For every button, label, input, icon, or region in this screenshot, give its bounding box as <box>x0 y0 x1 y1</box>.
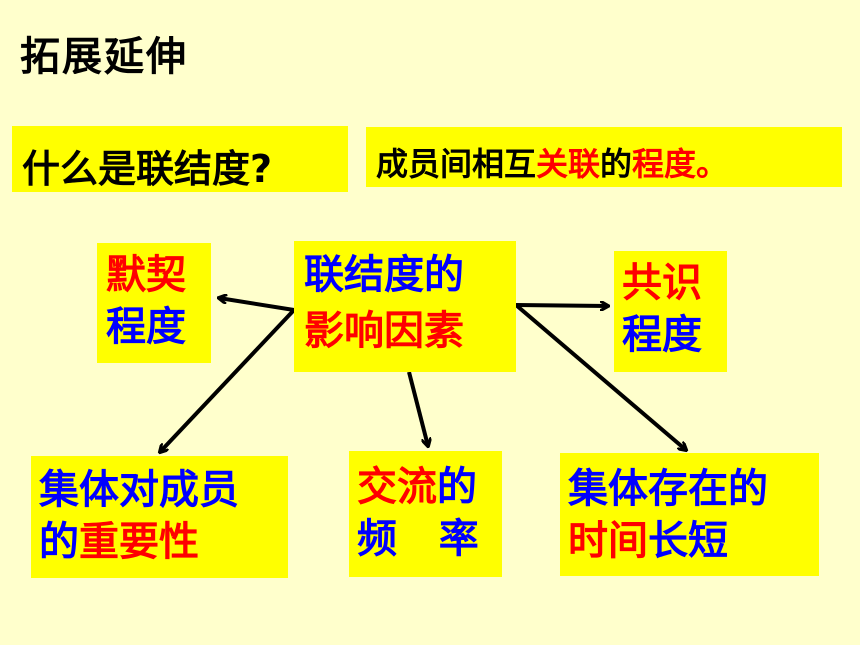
node-duration: 集体存在的 时间长短 <box>560 453 819 576</box>
page-title: 拓展延伸 <box>20 34 188 80</box>
center-node: 联结度的 影响因素 <box>294 241 516 372</box>
node-duration-line2b: 长短 <box>648 518 728 564</box>
node-importance-line2a: 的 <box>39 519 79 565</box>
node-frequency-line1b: 的 <box>437 464 477 510</box>
arrow-to-importance <box>160 308 296 452</box>
node-duration-line1: 集体存在的 <box>568 466 768 512</box>
answer-part4: 程度。 <box>632 145 729 183</box>
center-line2: 影响因素 <box>304 308 464 354</box>
question-box: 什么是联结度? <box>12 126 348 192</box>
center-line1: 联结度的 <box>304 252 464 298</box>
node-frequency-line1a: 交流 <box>357 464 437 510</box>
node-moqi-line1: 默契 <box>106 252 186 298</box>
answer-box: 成员间相互关联的程度。 <box>366 127 842 187</box>
node-frequency: 交流的 频 率 <box>349 451 502 577</box>
node-moqi-line2: 程度 <box>106 304 186 350</box>
node-gongshi-line2: 程度 <box>622 312 702 358</box>
answer-part3: 的 <box>600 145 633 183</box>
node-importance-line2b: 重要性 <box>79 519 199 565</box>
node-importance-line1: 集体对成员 <box>39 467 239 513</box>
arrow-to-gongshi <box>515 305 608 306</box>
node-frequency-line2: 频 率 <box>357 516 479 562</box>
node-gongshi-line1: 共识 <box>622 260 702 306</box>
answer-part2: 关联 <box>536 145 601 183</box>
node-importance: 集体对成员 的重要性 <box>31 456 288 578</box>
node-gongshi: 共识 程度 <box>614 251 727 372</box>
arrow-to-moqi <box>219 298 295 312</box>
question-text: 什么是联结度? <box>22 147 273 191</box>
arrow-to-duration <box>514 303 686 450</box>
arrow-to-frequency <box>407 371 428 446</box>
node-moqi: 默契 程度 <box>97 243 211 363</box>
node-duration-line2a: 时间 <box>568 518 648 564</box>
answer-part1: 成员间相互 <box>376 145 537 183</box>
